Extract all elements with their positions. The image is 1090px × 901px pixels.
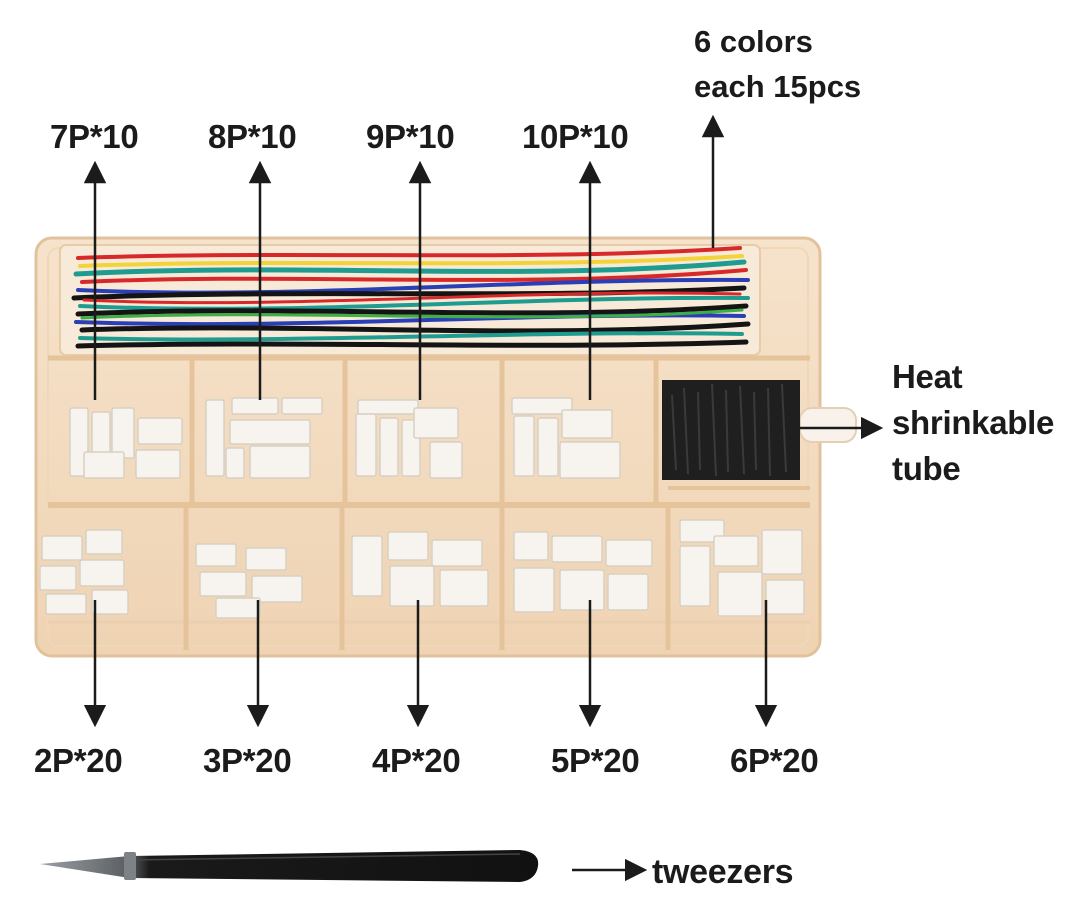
tweezers-image	[40, 850, 539, 882]
wire-bundle	[71, 246, 751, 349]
label-3p: 3P*20	[203, 742, 292, 779]
label-8p: 8P*10	[208, 118, 297, 155]
connectors-bottom-row	[39, 519, 805, 619]
label-10p: 10P*10	[522, 118, 629, 155]
connectors-top-row	[69, 397, 621, 479]
label-tube: tube	[892, 450, 961, 487]
label-6p: 6P*20	[730, 742, 819, 779]
heat-shrink-tubes	[662, 380, 800, 480]
label-tweezers: tweezers	[652, 853, 794, 891]
label-4p: 4P*20	[372, 742, 461, 779]
label-shrinkable: shrinkable	[892, 404, 1055, 441]
label-9p: 9P*10	[366, 118, 455, 155]
header-colors-text: 6 colors	[694, 24, 813, 59]
header-quantity-text: each 15pcs	[694, 69, 862, 104]
label-2p: 2P*20	[34, 742, 123, 779]
label-7p: 7P*10	[50, 118, 139, 155]
label-5p: 5P*20	[551, 742, 640, 779]
label-heat: Heat	[892, 358, 963, 395]
